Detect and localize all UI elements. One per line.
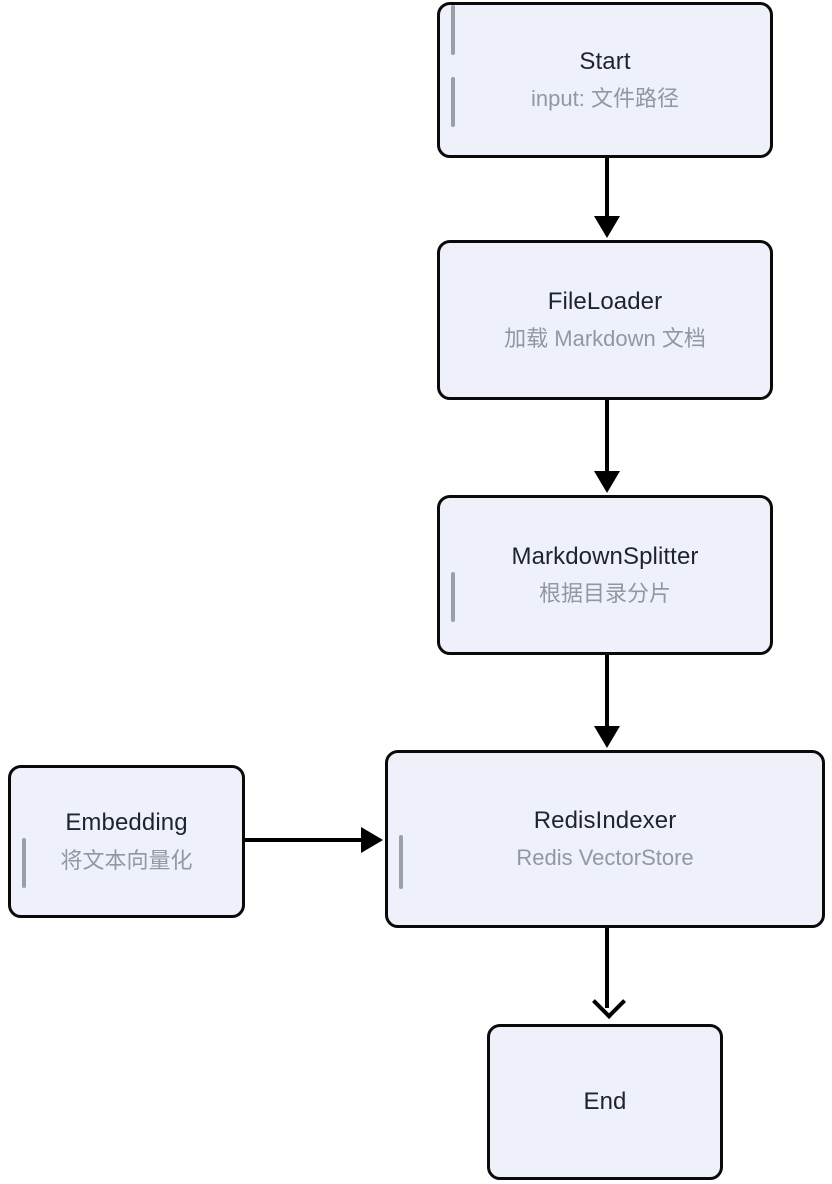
flow-node-end[interactable]: End [487,1024,723,1180]
edge-shaft [245,838,363,842]
node-accent-bar-start [451,77,455,127]
flow-node-start[interactable]: Start input: 文件路径 [437,2,773,158]
arrow-head-down-icon [594,216,620,238]
node-accent-bar-fileloader [451,5,455,55]
flow-node-markdownsplitter-subtitle: 根据目录分片 [538,581,671,607]
flow-node-redisindexer[interactable]: RedisIndexer Redis VectorStore [385,750,825,928]
flow-edge-redisindexer-to-end [592,928,626,1024]
edge-shaft [605,928,609,1008]
node-accent-bar-redisindexer [399,835,403,889]
node-accent-bar-embedding [22,838,26,888]
node-accent-bar-markdownsplitter [451,572,455,622]
flow-node-redisindexer-title: RedisIndexer [533,806,677,834]
flow-node-fileloader-subtitle: 加载 Markdown 文档 [504,326,706,352]
flow-node-redisindexer-subtitle: Redis VectorStore [516,845,694,871]
flow-node-fileloader-title: FileLoader [547,287,663,315]
flow-node-embedding[interactable]: Embedding 将文本向量化 [8,765,245,918]
flow-edge-start-to-fileloader [594,158,620,240]
flow-node-embedding-title: Embedding [65,809,188,837]
flow-node-start-subtitle: input: 文件路径 [531,86,679,112]
flow-edge-embedding-to-redisindexer [245,827,385,853]
flow-edge-fileloader-to-splitter [594,400,620,495]
arrow-head-down-icon [594,726,620,748]
flow-node-start-title: Start [579,47,631,75]
arrow-head-down-icon [592,985,626,1019]
flow-node-fileloader[interactable]: FileLoader 加载 Markdown 文档 [437,5,773,400]
edge-shaft [605,655,609,728]
edge-shaft [605,400,609,473]
flow-edge-splitter-to-redisindexer [594,655,620,750]
flow-node-end-title: End [583,1087,627,1115]
edge-shaft [605,158,609,218]
flow-node-markdownsplitter[interactable]: MarkdownSplitter 根据目录分片 [437,495,773,655]
arrow-head-down-icon [594,471,620,493]
flow-node-embedding-subtitle: 将文本向量化 [60,847,193,873]
flow-node-markdownsplitter-title: MarkdownSplitter [511,542,699,570]
arrow-head-right-icon [361,827,383,853]
